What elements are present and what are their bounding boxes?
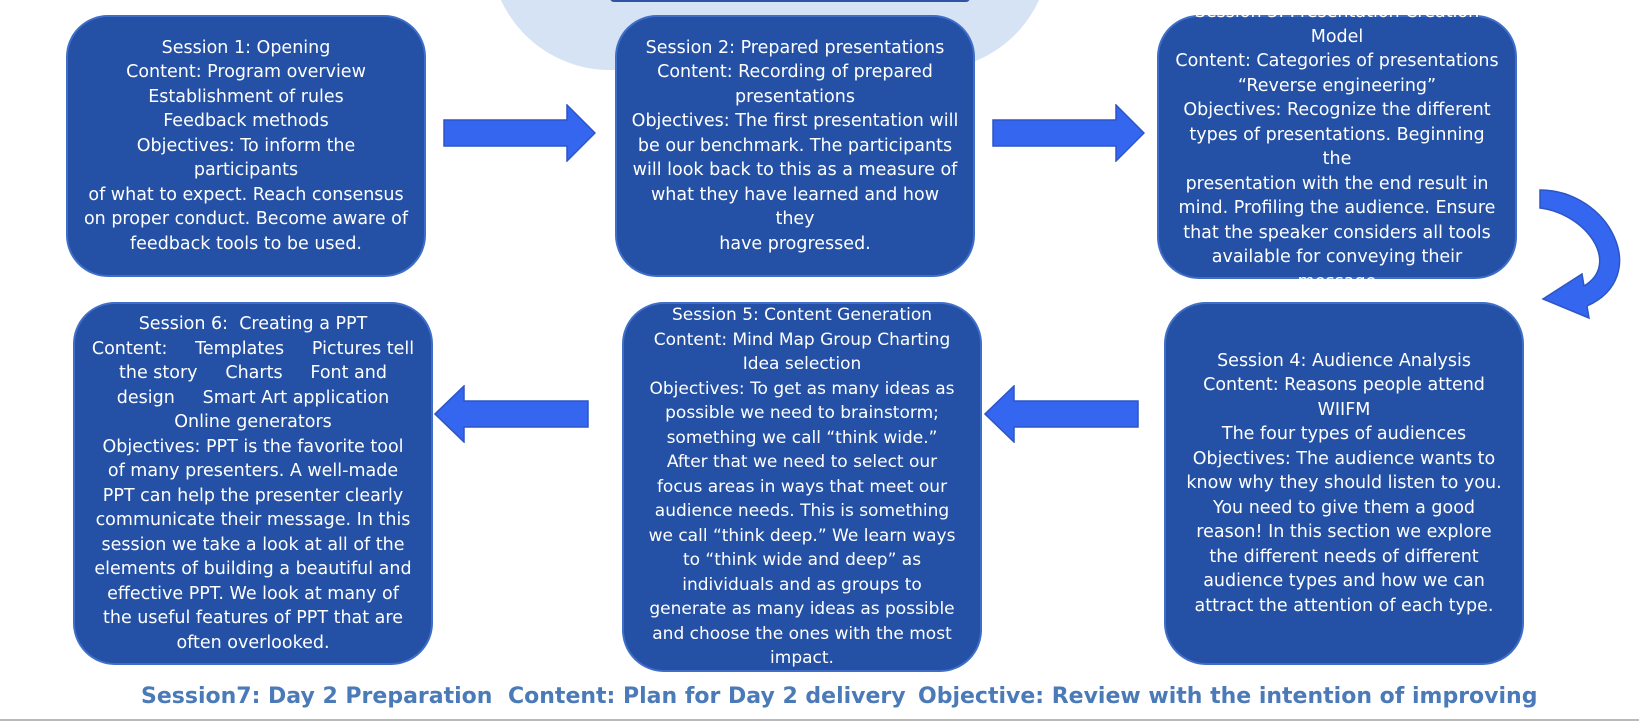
session-5-box: Session 5: Content Generation Content: M… bbox=[622, 302, 982, 672]
session-4-line: reason! In this section we explore bbox=[1196, 522, 1492, 543]
session-2-line: will look back to this as a measure of bbox=[632, 160, 958, 181]
session-4-line: You need to give them a good bbox=[1212, 497, 1476, 518]
session-5-line: Idea selection bbox=[742, 354, 862, 375]
session-6-line: Online generators bbox=[174, 412, 332, 432]
session-5-line: and choose the ones with the most bbox=[652, 623, 952, 644]
session-6-line: of many presenters. A well-made bbox=[107, 461, 399, 481]
session-1-line: of what to expect. Reach consensus bbox=[88, 184, 404, 205]
session-6-line: design Smart Art application bbox=[116, 387, 390, 408]
session-3-line: mind. Profiling the audience. Ensure bbox=[1178, 198, 1496, 218]
session-5-line: something we call “think wide.” bbox=[666, 427, 938, 448]
footer-objective: Objective: Review with the intention of … bbox=[918, 684, 1538, 709]
session-4-line: audience types and how we can bbox=[1203, 571, 1485, 592]
arrow-right-icon bbox=[443, 104, 596, 162]
session-1-box: Session 1: Opening Content: Program over… bbox=[66, 15, 426, 277]
session-5-line: impact. bbox=[770, 648, 834, 669]
session-3-line: Content: Categories of presentations bbox=[1175, 51, 1499, 71]
session-1-line: Feedback methods bbox=[163, 111, 329, 132]
session-2-line: be our benchmark. The participants bbox=[637, 135, 953, 156]
session-6-line: session we take a look at all of the bbox=[101, 534, 405, 555]
session-4-line: Content: Reasons people attend bbox=[1203, 375, 1485, 396]
arrow-left-icon bbox=[434, 385, 589, 443]
session-6-line: Content: Templates Pictures tell bbox=[91, 338, 415, 359]
session-2-line: Content: Recording of prepared bbox=[657, 62, 933, 83]
session-6-line: PPT can help the presenter clearly bbox=[102, 485, 404, 506]
session-2-line: what they have learned and how they bbox=[650, 184, 940, 230]
session-6-line: often overlooked. bbox=[176, 632, 330, 653]
session-3-line: types of presentations. Beginning the bbox=[1189, 124, 1485, 170]
footer-content: Content: Plan for Day 2 delivery bbox=[508, 684, 906, 709]
session-4-line: the different needs of different bbox=[1209, 546, 1479, 567]
session-6-line: elements of building a beautiful and bbox=[94, 559, 412, 579]
session-6-line: the useful features of PPT that are bbox=[103, 608, 403, 628]
session-5-line: After that we need to select our bbox=[666, 452, 938, 473]
session-4-line: attract the attention of each type. bbox=[1194, 595, 1494, 616]
session-5-line: individuals and as groups to bbox=[682, 574, 922, 595]
session-1-line: Session 1: Opening bbox=[161, 37, 331, 58]
bottom-divider bbox=[0, 719, 1639, 721]
session-6-line: the story Charts Font and bbox=[119, 363, 387, 383]
session-4-line: know why they should listen to you. bbox=[1186, 473, 1502, 494]
curved-arrow-down-icon bbox=[1539, 189, 1621, 320]
session-4-line: The four types of audiences bbox=[1221, 424, 1467, 445]
session-5-line: Content: Mind Map Group Charting bbox=[653, 329, 951, 350]
session-2-line: Session 2: Prepared presentations bbox=[645, 37, 945, 58]
session-3-line: that the speaker considers all tools bbox=[1183, 222, 1491, 243]
session-5-line: audience needs. This is something bbox=[654, 501, 950, 522]
session-1-line: feedback tools to be used. bbox=[130, 233, 362, 254]
session-1-line: Content: Program overview bbox=[126, 62, 366, 83]
session-2-box: Session 2: Prepared presentations Conten… bbox=[615, 15, 975, 277]
session-3-box: Session 3: Presentation Creation Model C… bbox=[1157, 2, 1517, 292]
session-2-line: have progressed. bbox=[719, 233, 871, 254]
session-5-line: Session 5: Content Generation bbox=[671, 305, 933, 326]
session-1-line: Objectives: To inform the participants bbox=[136, 135, 356, 181]
arrow-right-icon bbox=[992, 104, 1145, 162]
session-5-line: generate as many ideas as possible bbox=[649, 599, 955, 620]
session-4-box: Session 4: Audience Analysis Content: Re… bbox=[1164, 302, 1524, 665]
session-6-line: effective PPT. We look at many of bbox=[107, 583, 399, 604]
session-5-line: to “think wide and deep” as bbox=[682, 550, 922, 571]
session-5-line: focus areas in ways that meet our bbox=[656, 476, 948, 497]
session-6-box: Session 6: Creating a PPT Content: Templ… bbox=[73, 302, 433, 665]
session-4-line: WIIFM bbox=[1317, 399, 1371, 420]
session-3-line: Session 3: Presentation Creation bbox=[1194, 2, 1480, 22]
background-bar bbox=[610, 0, 970, 2]
session-6-line: communicate their message. In this bbox=[95, 510, 411, 530]
session-3-line: Objectives: Recognize the different bbox=[1183, 100, 1491, 120]
session-4-line: Session 4: Audience Analysis bbox=[1217, 350, 1471, 371]
session-5-line: we call “think deep.” We learn ways bbox=[648, 525, 956, 546]
session-6-line: Session 6: Creating a PPT bbox=[138, 314, 368, 334]
session-3-line: available for conveying their message bbox=[1211, 247, 1463, 292]
arrow-left-icon bbox=[984, 385, 1139, 443]
session-1-line: on proper conduct. Become aware of bbox=[83, 209, 409, 230]
session-2-line: presentations bbox=[735, 86, 855, 107]
session-5-line: Objectives: To get as many ideas as bbox=[649, 378, 955, 399]
session-1-line: Establishment of rules bbox=[148, 86, 344, 107]
session-4-line: Objectives: The audience wants to bbox=[1192, 448, 1496, 469]
footer-session: Session7: Day 2 Preparation bbox=[141, 684, 493, 709]
session-3-line: Model bbox=[1310, 26, 1364, 47]
session-6-line: Objectives: PPT is the favorite tool bbox=[102, 436, 404, 457]
session-3-line: “Reverse engineering” bbox=[1237, 75, 1437, 96]
session-3-line: presentation with the end result in bbox=[1185, 173, 1489, 194]
session-5-line: possible we need to brainstorm; bbox=[665, 403, 939, 424]
session-2-line: Objectives: The first presentation will bbox=[631, 111, 959, 132]
